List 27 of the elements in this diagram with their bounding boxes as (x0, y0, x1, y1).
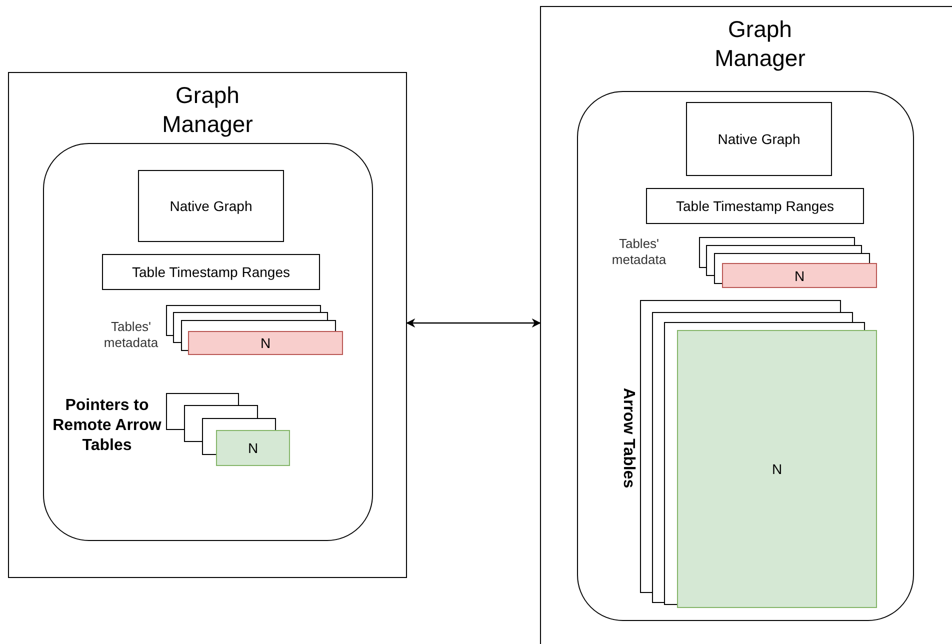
box-label: Native Graph (170, 198, 252, 214)
table-caption: Tables' metadata (610, 236, 668, 268)
box-label: Native Graph (718, 130, 800, 148)
box-heading: Graph Manager (714, 15, 806, 73)
box-label: N (260, 335, 271, 351)
table-caption: Pointers to Remote Arrow Tables (52, 396, 162, 456)
box-label: Table Timestamp Ranges (132, 264, 290, 280)
process-box (686, 102, 832, 176)
graph-manager-box (540, 6, 952, 644)
rounded-container (43, 143, 373, 541)
process-box (138, 170, 284, 242)
box-label: N (772, 461, 782, 477)
rounded-container (577, 91, 914, 621)
table-stack-drawing (699, 237, 877, 288)
box-label: N (794, 268, 805, 284)
box-label: Table Timestamp Ranges (676, 198, 834, 214)
table-stack-drawing (166, 305, 343, 355)
table-caption: Arrow Tables (619, 388, 638, 488)
box-heading: Graph Manager (161, 81, 254, 139)
box-label: N (248, 440, 258, 456)
graph-manager-box (8, 72, 407, 578)
process-box (646, 188, 864, 224)
table-stack-drawing (166, 393, 290, 466)
process-box (102, 254, 320, 290)
double-arrow (406, 318, 541, 328)
table-caption: Tables' metadata (102, 318, 160, 352)
table-stack-drawing (640, 300, 877, 608)
